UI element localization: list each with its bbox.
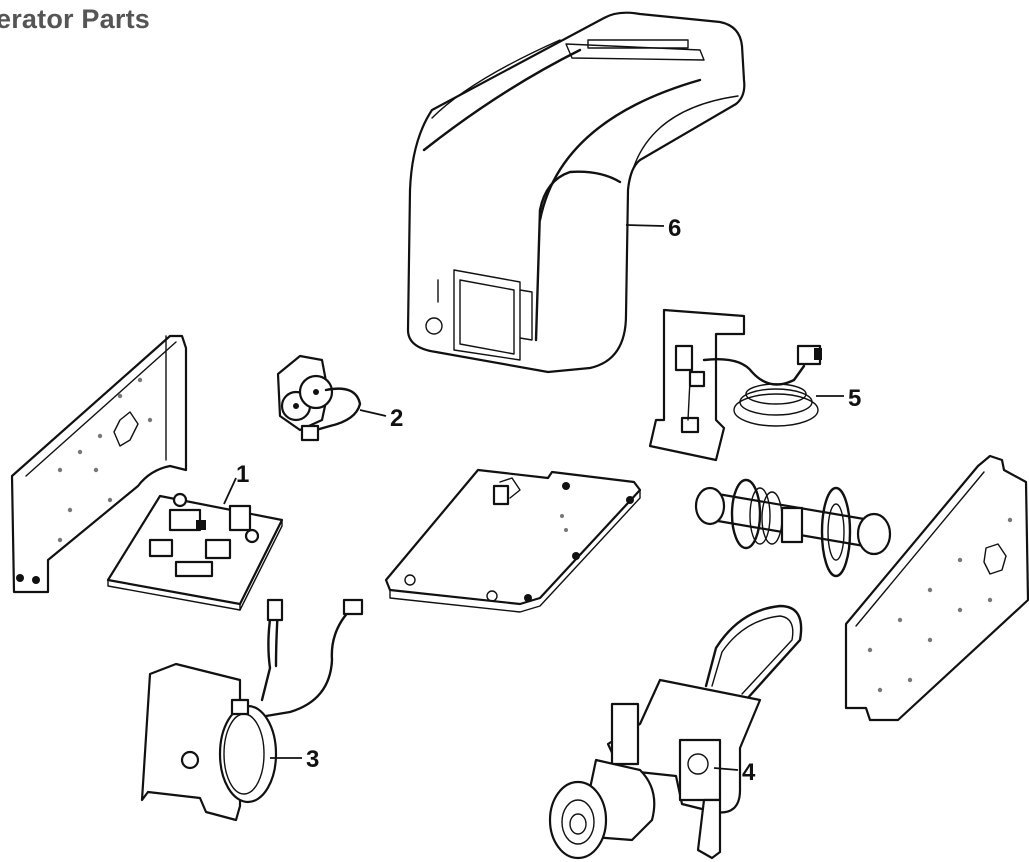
sprocket-shaft-assembly[interactable] <box>694 478 892 578</box>
callout-3: 3 <box>306 746 319 773</box>
page-title: erator Parts <box>0 4 150 34</box>
callout-2: 2 <box>390 405 403 432</box>
callout-6: 6 <box>668 215 681 242</box>
part-4-motor-gearbox[interactable] <box>548 604 803 860</box>
callout-4: 4 <box>742 759 756 786</box>
base-plate[interactable] <box>384 468 642 613</box>
part-1-control-board[interactable] <box>106 477 284 611</box>
part-3-transformer[interactable] <box>140 598 364 822</box>
right-side-plate[interactable] <box>844 454 1029 722</box>
part-5-power-bracket[interactable] <box>648 308 844 462</box>
part-6-cover[interactable] <box>406 11 746 374</box>
left-side-plate[interactable] <box>10 334 188 594</box>
callout-5: 5 <box>848 385 861 412</box>
part-2-encoder[interactable] <box>276 354 387 442</box>
callout-1: 1 <box>236 461 249 488</box>
